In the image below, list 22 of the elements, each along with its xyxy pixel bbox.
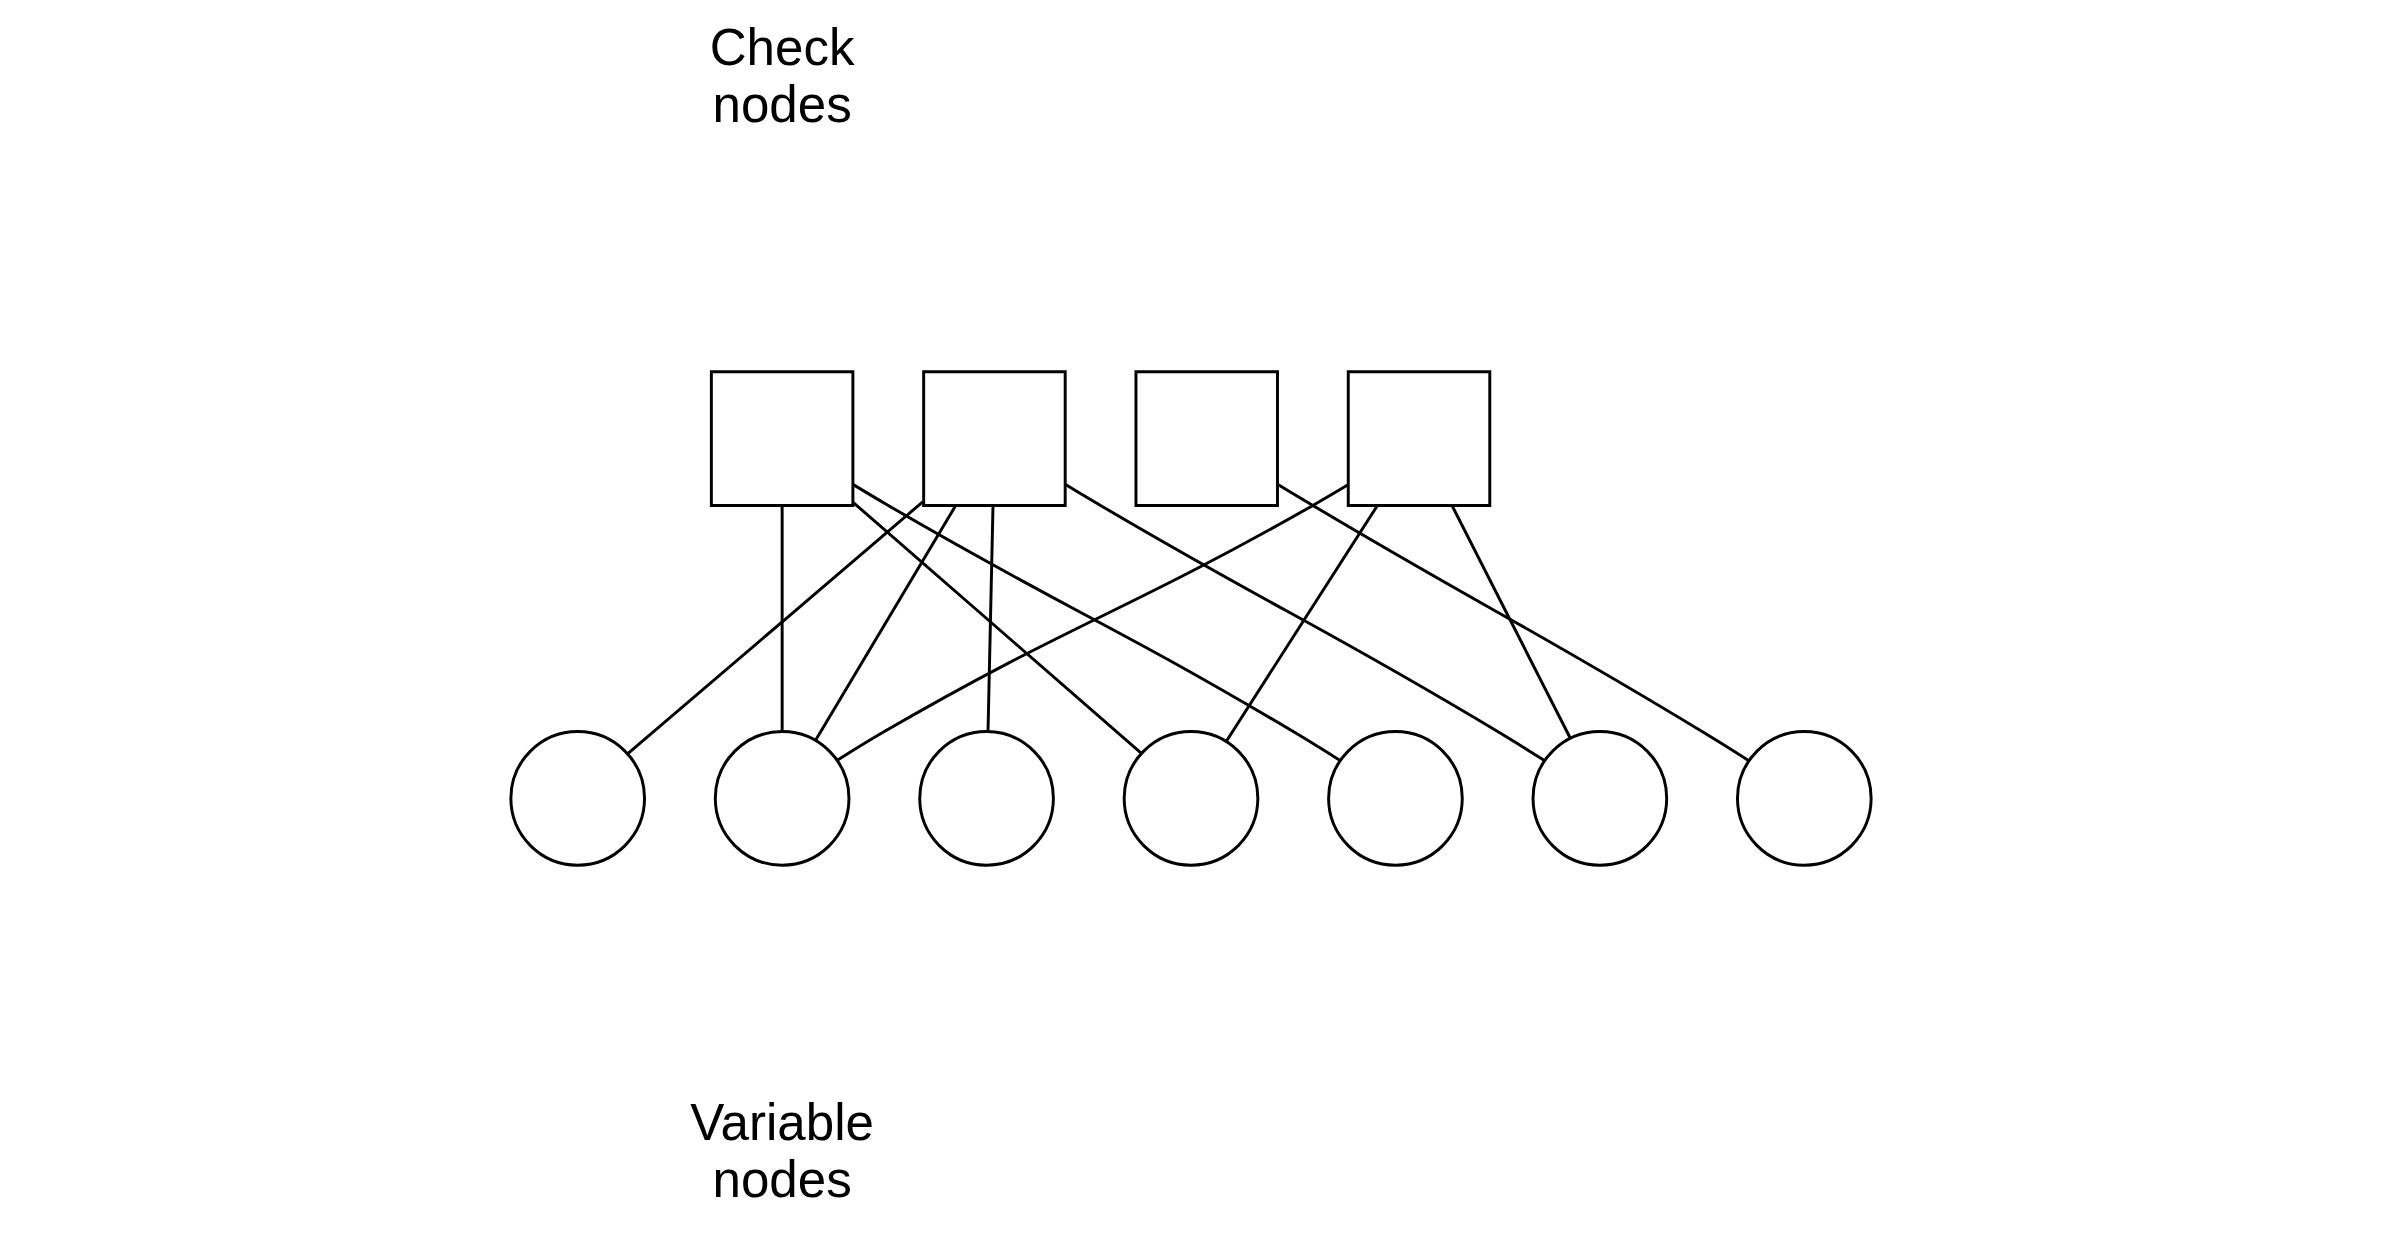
connector [627,500,924,755]
node-box [922,370,1067,507]
node-circle [1327,730,1464,867]
label: Variable nodes [690,1094,874,1209]
node-box [1134,370,1279,507]
connector [780,505,784,731]
node-circle [1531,730,1669,867]
connector [1224,505,1379,743]
connector [1450,505,1572,739]
node-circle [918,730,1055,867]
connector [986,505,995,731]
label: Check nodes [709,18,855,133]
connector [1277,483,1750,762]
connector [1064,483,1546,762]
node-circle [509,730,646,867]
node-circle [713,730,851,867]
node-circle [1122,730,1260,867]
node-box [709,370,855,507]
connector [852,501,1143,755]
node-box [1346,370,1492,507]
node-circle [1736,730,1873,867]
connector [814,505,957,742]
